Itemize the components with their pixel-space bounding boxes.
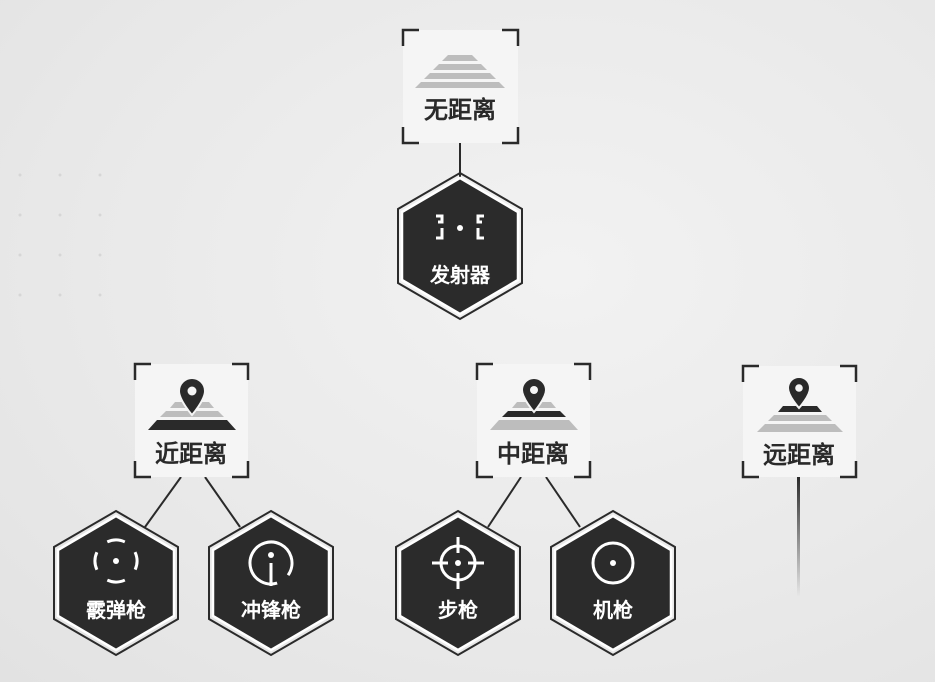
connector-near-shotgun [144,476,182,528]
card-mid-range: 中距离 [475,362,592,479]
connector-mid-mg [545,476,581,528]
location-pin-pyramid-icon [490,376,578,430]
dashed-circle-crosshair-icon [93,538,139,584]
card-near-range: 近距离 [133,362,250,479]
location-pin-pyramid-icon [148,376,236,430]
hex-machine-gun[interactable]: 机枪 [550,509,676,657]
hex-label: 霰弹枪 [86,598,146,622]
card-label: 无距离 [424,96,496,124]
location-pin-pyramid-icon [757,375,843,432]
hex-label: 冲锋枪 [241,598,301,622]
corner-brackets [741,364,858,479]
hex-shotgun[interactable]: 霰弹枪 [53,509,179,657]
card-far-range: 远距离 [741,364,858,479]
corner-brackets [475,362,592,479]
hex-rifle[interactable]: 步枪 [395,509,521,657]
card-no-range: 无距离 [401,28,520,145]
background-dot-pattern [18,173,102,297]
connector-far-fading [797,477,800,597]
card-label: 远距离 [763,441,835,469]
bracket-dot-icon [436,214,484,240]
hex-label: 发射器 [429,263,491,287]
hex-label: 步枪 [438,598,478,622]
circle-dot-crosshair-icon [591,541,635,585]
corner-brackets [401,28,520,145]
circle-i-crosshair-icon [248,540,294,586]
hex-label: 机枪 [593,598,633,622]
card-label: 中距离 [497,440,569,468]
corner-brackets [133,362,250,479]
card-label: 近距离 [155,440,227,468]
hex-smg[interactable]: 冲锋枪 [208,509,334,657]
connector-mid-rifle [487,476,522,528]
hex-launcher[interactable]: 发射器 [397,171,523,321]
connector-near-smg [204,476,241,528]
pyramid-icon [415,55,505,88]
crosshair-icon [432,537,484,589]
